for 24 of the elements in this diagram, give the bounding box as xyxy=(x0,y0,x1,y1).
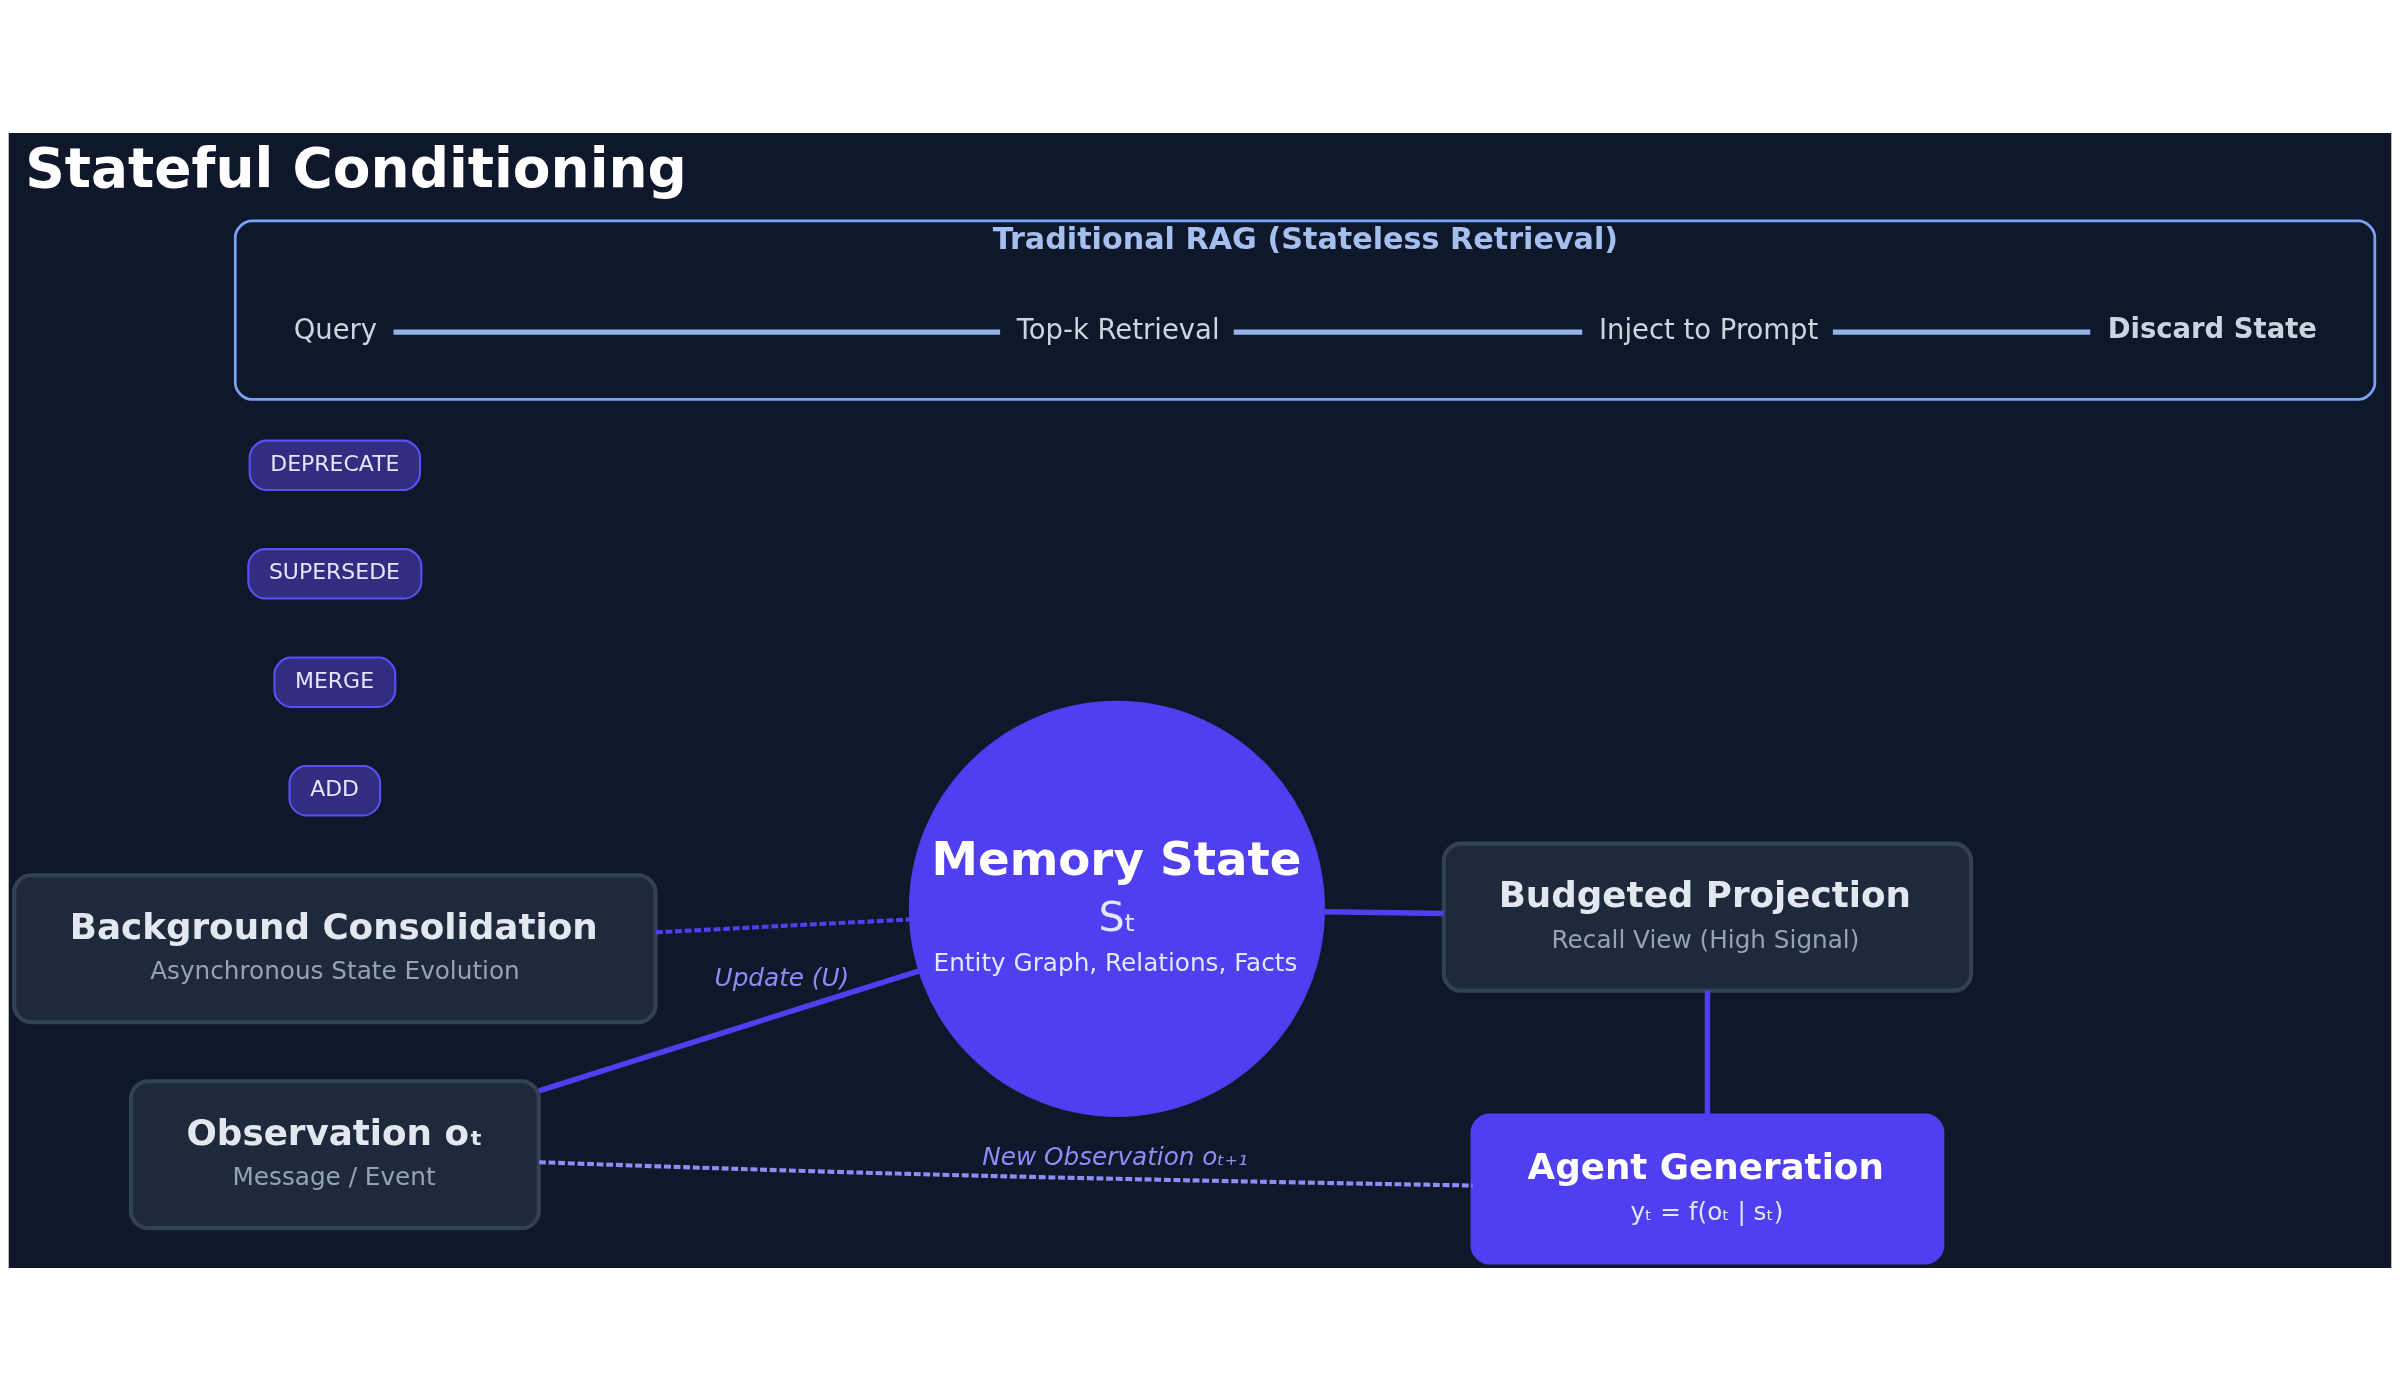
node-box: ADD xyxy=(288,764,382,817)
node-box: Budgeted Projection Recall View (High Signal) xyxy=(1441,841,1974,993)
node-box: SUPERSEDE xyxy=(247,547,423,600)
node-box: Agent Generation yₜ = f(oₜ | sₜ) xyxy=(1470,1113,1945,1265)
edge-label: New Observation oₜ₊₁ xyxy=(982,1141,1248,1171)
node-text: Query xyxy=(293,313,378,345)
connector xyxy=(538,967,920,1093)
node-box: Background Consolidation Asynchronous State Evolution xyxy=(12,872,658,1024)
node-box: MERGE xyxy=(273,656,397,708)
node-box: Observation oₜ Message / Event xyxy=(128,1078,541,1230)
connector xyxy=(1233,328,1583,335)
node-text: Top-k Retrieval xyxy=(1016,313,1220,345)
connector xyxy=(1704,990,1711,1115)
node-text: Discard State xyxy=(2107,312,2317,344)
node-text: Inject to Prompt xyxy=(1598,313,1819,345)
connector xyxy=(1324,908,1444,916)
connector xyxy=(393,328,1001,335)
edge-label: Update (U) xyxy=(714,962,850,992)
node-circle: Memory State Sₜ Entity Graph, Relations, Facts xyxy=(908,700,1325,1117)
connector xyxy=(539,1159,1473,1188)
connector xyxy=(655,916,910,934)
diagram-title: Stateful Conditioning xyxy=(25,135,687,200)
node-box: DEPRECATE xyxy=(248,439,421,491)
connector xyxy=(1832,328,2091,335)
